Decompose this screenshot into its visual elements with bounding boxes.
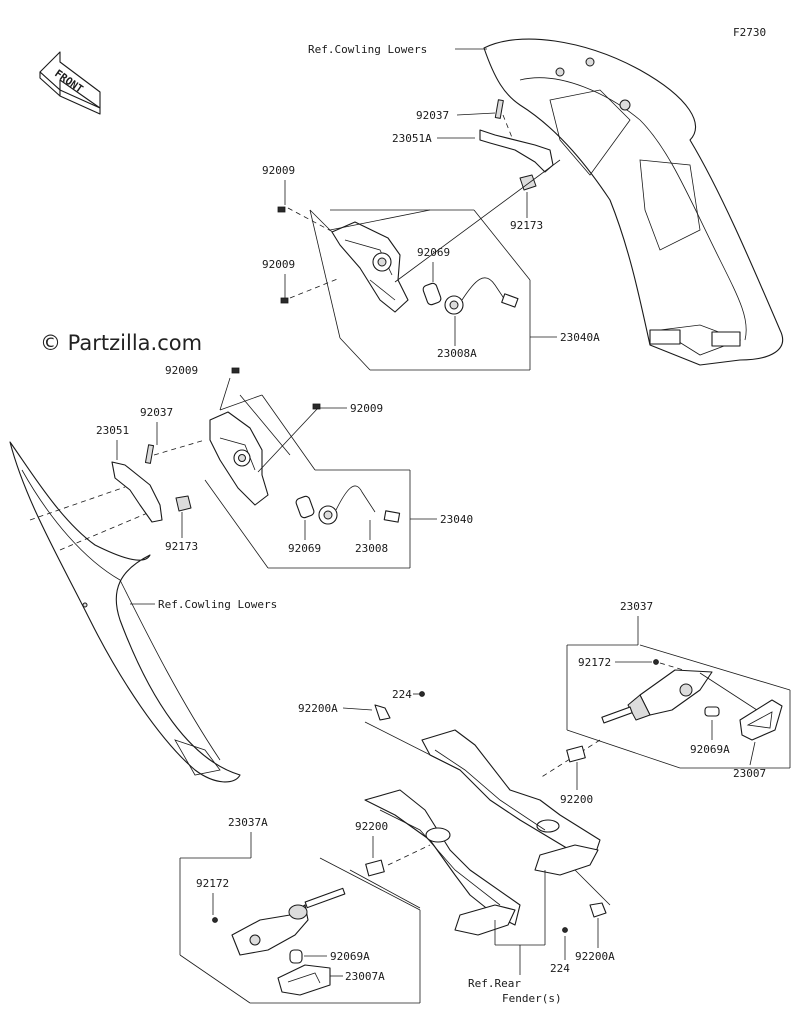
label-ref-cowling-lowers-mid: Ref.Cowling Lowers [158, 598, 277, 611]
label-ref-cowling-lowers-top: Ref.Cowling Lowers [308, 43, 427, 56]
watermark: © Partzilla.com [40, 331, 202, 355]
label-92200A-bottom: 92200A [575, 950, 615, 963]
label-224-top: 224 [392, 688, 412, 701]
turn-signal-23037-part [601, 669, 713, 724]
figure-code: F2730 [733, 26, 766, 39]
turn-signal-23037A-part [231, 887, 346, 956]
lens-23007A-part [277, 964, 331, 996]
label-23008: 23008 [355, 542, 388, 555]
label-23037A: 23037A [228, 816, 268, 829]
label-23008A: 23008A [437, 347, 477, 360]
socket-23008-part [318, 485, 401, 525]
label-92173-top: 92173 [510, 219, 543, 232]
label-23051: 23051 [96, 424, 129, 437]
label-92172-right: 92172 [578, 656, 611, 669]
label-92173-mid: 92173 [165, 540, 198, 553]
label-92172-left: 92172 [196, 877, 229, 890]
label-23037: 23037 [620, 600, 653, 613]
socket-23008A-part [444, 277, 519, 315]
cowling-lower-right-part [483, 38, 783, 366]
label-92037-mid: 92037 [140, 406, 173, 419]
turn-signal-bracket-23040-part [209, 411, 269, 506]
label-92069A-left: 92069A [330, 950, 370, 963]
label-23051A: 23051A [392, 132, 432, 145]
label-92069A-right: 92069A [690, 743, 730, 756]
label-ref-rear-line2: Fender(s) [502, 992, 562, 1005]
label-92009-b: 92009 [262, 258, 295, 271]
label-92200A-top: 92200A [298, 702, 338, 715]
label-23040A: 23040A [560, 331, 600, 344]
turn-signal-bracket-23040A-part [331, 221, 409, 313]
label-92009-c: 92009 [165, 364, 198, 377]
label-ref-rear-line1: Ref.Rear [468, 977, 521, 990]
label-23007A: 23007A [345, 970, 385, 983]
label-23007: 23007 [733, 767, 766, 780]
rear-fender-bracket-part [364, 729, 601, 936]
label-92037-top: 92037 [416, 109, 449, 122]
cowling-lower-left-part [9, 441, 241, 783]
front-arrow-icon: FRONT [39, 51, 101, 115]
label-92069-top: 92069 [417, 246, 450, 259]
label-224-bottom: 224 [550, 962, 570, 975]
label-23040: 23040 [440, 513, 473, 526]
label-92009-d: 92009 [350, 402, 383, 415]
label-92200-right: 92200 [560, 793, 593, 806]
label-92200-left: 92200 [355, 820, 388, 833]
label-92009-a: 92009 [262, 164, 295, 177]
lens-23007-part [739, 699, 783, 741]
label-92069-mid: 92069 [288, 542, 321, 555]
